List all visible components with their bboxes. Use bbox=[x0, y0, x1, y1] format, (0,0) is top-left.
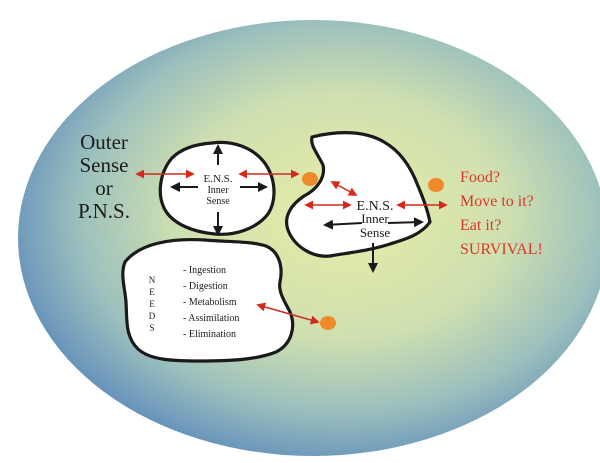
survival-line-move: Move to it? bbox=[460, 193, 534, 210]
needs-item: - Metabolism bbox=[183, 297, 237, 308]
needs-item: - Elimination bbox=[183, 329, 236, 340]
ens-large-line2: Sense bbox=[360, 225, 391, 240]
ens-large-blob bbox=[285, 131, 432, 258]
needs-letter: E bbox=[149, 287, 155, 297]
food-dots bbox=[302, 172, 444, 330]
food-dot-1 bbox=[302, 172, 318, 186]
ens-small-title: E.N.S. bbox=[203, 173, 232, 185]
needs-letter: S bbox=[149, 323, 154, 333]
outer-sense-line-1: Outer bbox=[80, 130, 128, 154]
red-arrow-needs-dot bbox=[256, 302, 320, 325]
needs-item: - Assimilation bbox=[183, 313, 239, 324]
needs-item: - Digestion bbox=[183, 281, 228, 292]
needs-letters: N E E D S bbox=[149, 275, 156, 333]
survival-line-survival: SURVIVAL! bbox=[460, 241, 543, 258]
outer-sense-line-3: or bbox=[95, 176, 113, 200]
food-dot-2 bbox=[428, 178, 444, 192]
needs-letter: E bbox=[149, 299, 155, 309]
ens-small-text: E.N.S. Inner Sense bbox=[203, 173, 232, 207]
survival-label: Food? Move to it? Eat it? SURVIVAL! bbox=[460, 169, 543, 258]
ens-small-line1: Inner bbox=[207, 185, 229, 196]
outer-sense-line-4: P.N.S. bbox=[78, 199, 130, 223]
needs-letter: D bbox=[149, 311, 156, 321]
red-arrow-large-dot bbox=[330, 181, 358, 196]
survival-line-food: Food? bbox=[460, 169, 500, 186]
needs-list: - Ingestion - Digestion - Metabolism - A… bbox=[183, 265, 239, 340]
needs-item: - Ingestion bbox=[183, 265, 226, 276]
outer-sense-label: Outer Sense or P.N.S. bbox=[78, 130, 130, 223]
red-arrows bbox=[135, 169, 448, 325]
outer-sense-line-2: Sense bbox=[80, 153, 129, 177]
ens-small-line2: Sense bbox=[206, 196, 230, 207]
ens-large-title: E.N.S. bbox=[357, 199, 394, 214]
food-dot-3 bbox=[320, 316, 336, 330]
survival-line-eat: Eat it? bbox=[460, 217, 501, 234]
needs-blob bbox=[121, 238, 295, 363]
needs-letter: N bbox=[149, 275, 156, 285]
ens-large-text: E.N.S. Inner Sense bbox=[357, 199, 394, 240]
large-ens-arrows bbox=[323, 217, 424, 273]
small-ens-arrows bbox=[170, 144, 268, 236]
ens-large-line1: Inner bbox=[361, 211, 389, 226]
